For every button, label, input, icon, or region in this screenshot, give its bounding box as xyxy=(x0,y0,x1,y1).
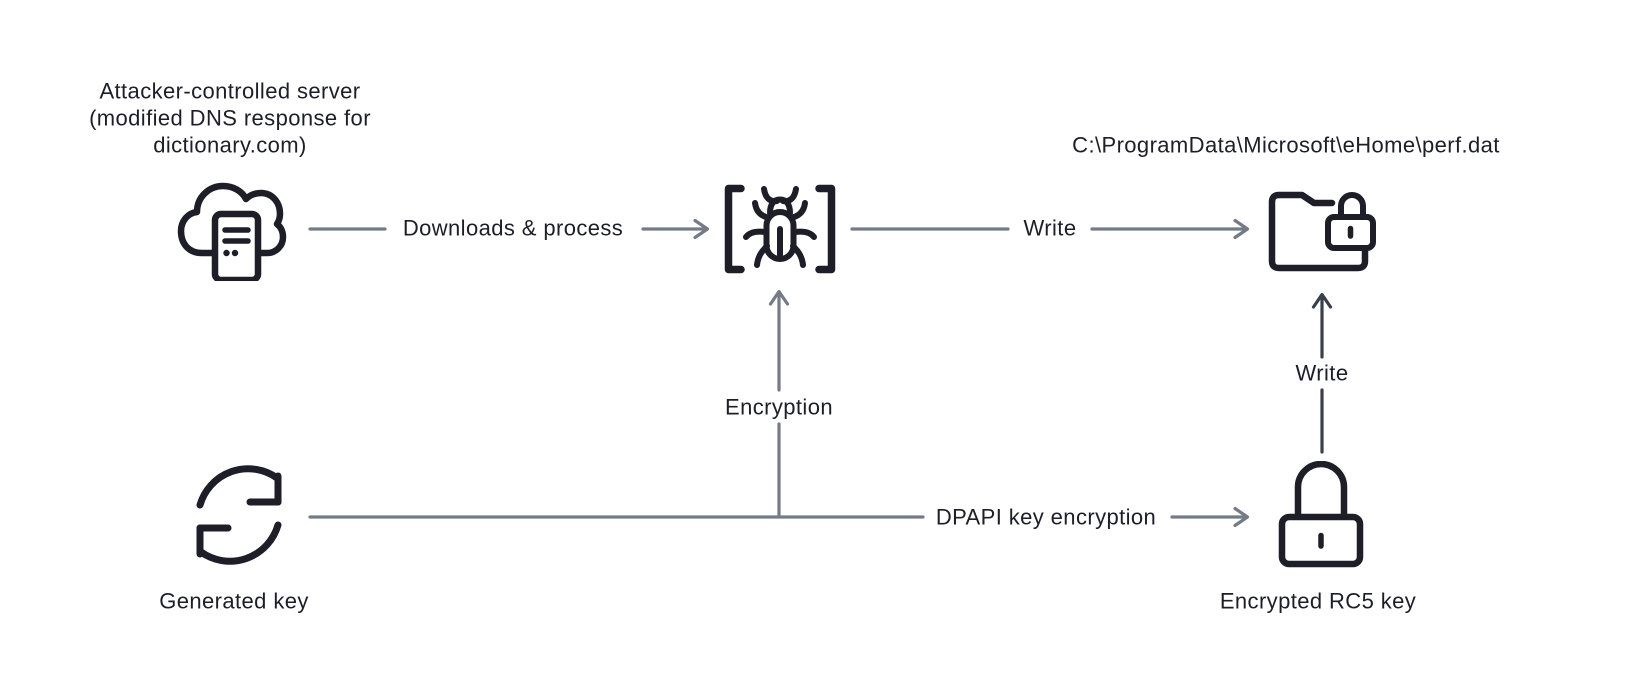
dropped-file-path-label: C:\ProgramData\Microsoft\eHome\perf.dat xyxy=(1072,132,1500,158)
cloud-server-icon xyxy=(177,182,287,281)
downloads-process-label: Downloads & process xyxy=(402,215,624,241)
write-key-label: Write xyxy=(1295,360,1349,386)
generated-key-label: Generated key xyxy=(159,588,309,614)
folder-lock-icon xyxy=(1268,191,1376,272)
dpapi-key-encryption-label: DPAPI key encryption xyxy=(935,504,1157,530)
encrypted-rc5-key-label: Encrypted RC5 key xyxy=(1219,588,1417,614)
refresh-arrows-icon xyxy=(196,465,282,565)
bug-in-brackets-icon xyxy=(724,184,836,274)
attacker-server-label: Attacker-controlled server (modified DNS… xyxy=(89,78,371,158)
write-file-label: Write xyxy=(1023,215,1077,241)
encryption-label: Encryption xyxy=(725,394,833,420)
padlock-icon xyxy=(1278,461,1364,568)
